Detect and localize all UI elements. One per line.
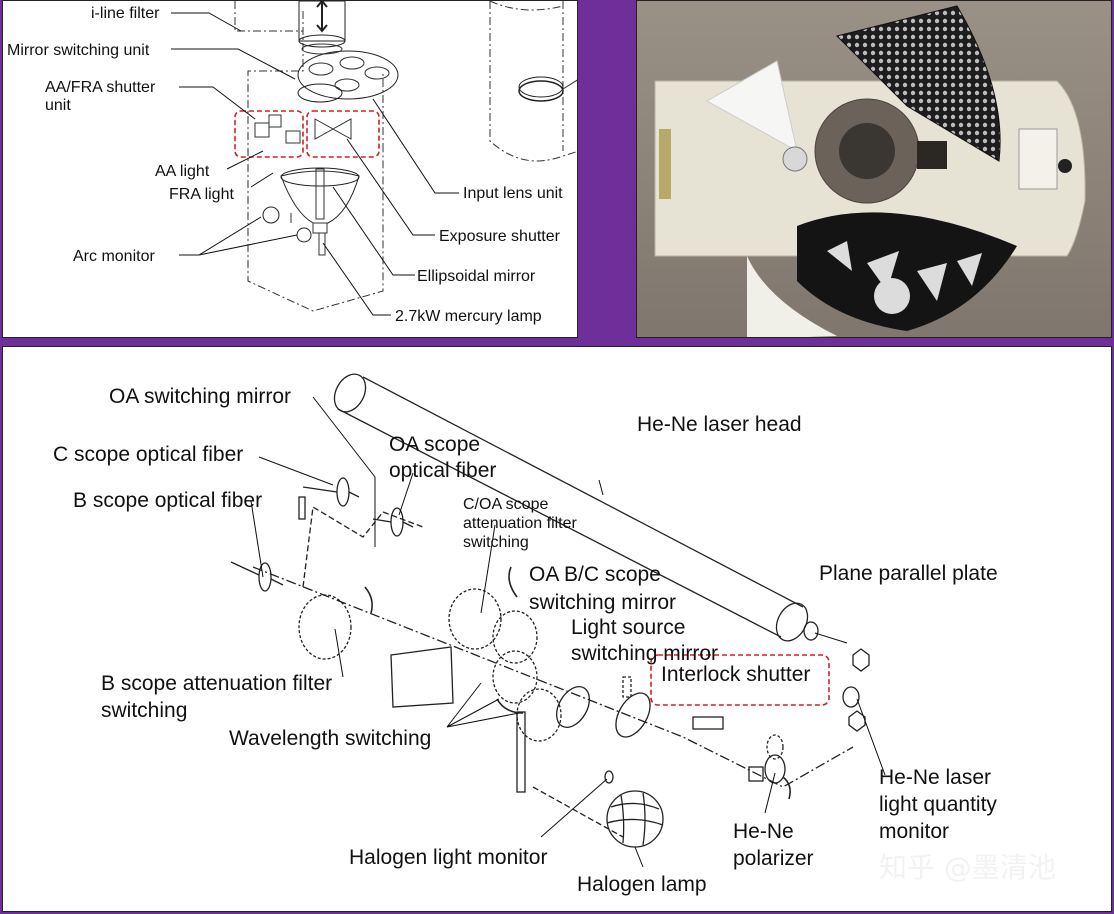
label-ellipsoidal-mirror: Ellipsoidal mirror: [417, 268, 536, 285]
label-fra-light: FRA light: [169, 186, 234, 203]
shutter-assembly-photo: [636, 0, 1112, 338]
label-he-ne-monitor-2: light quantity: [879, 793, 997, 816]
label-he-ne-monitor-1: He-Ne laser: [879, 766, 991, 789]
label-b-atten-1: B scope attenuation filter: [101, 672, 332, 695]
label-halogen-light-monitor: Halogen light monitor: [349, 846, 547, 869]
label-exposure-shutter: Exposure shutter: [439, 228, 561, 245]
alignment-optics-drawing: OA switching mirror He-Ne laser head C s…: [53, 373, 1056, 896]
label-coa-atten-1: C/OA scope: [463, 496, 548, 513]
label-i-line-filter: i-line filter: [91, 5, 160, 22]
label-b-atten-2: switching: [101, 699, 187, 722]
label-aa-fra-shutter-1: AA/FRA shutter: [45, 79, 156, 96]
label-aa-light: AA light: [155, 163, 210, 180]
label-input-lens-unit: Input lens unit: [463, 185, 563, 202]
label-oa-scope-fiber-2: optical fiber: [389, 459, 496, 482]
watermark: 知乎 @墨清池: [879, 851, 1056, 884]
label-wavelength-switching: Wavelength switching: [229, 727, 431, 750]
label-he-ne-polarizer-1: He-Ne: [733, 820, 794, 843]
label-light-source-mirror-2: switching mirror: [571, 642, 718, 665]
label-halogen-lamp: Halogen lamp: [577, 873, 707, 896]
shutter-photo-drawing: [637, 1, 1111, 337]
label-light-source-mirror-1: Light source: [571, 616, 685, 639]
alignment-optics-diagram: OA switching mirror He-Ne laser head C s…: [2, 346, 1112, 912]
label-arc-monitor: Arc monitor: [73, 248, 155, 265]
illumination-unit-drawing: i-line filter Mirror switching unit AA/F…: [7, 1, 577, 325]
label-aa-fra-shutter-2: unit: [45, 97, 71, 114]
label-b-scope-fiber: B scope optical fiber: [73, 489, 262, 512]
label-coa-atten-3: switching: [463, 534, 529, 551]
label-oa-bc-mirror-2: switching mirror: [529, 591, 676, 614]
label-oa-switching-mirror: OA switching mirror: [109, 385, 291, 408]
label-mirror-switching-unit: Mirror switching unit: [7, 42, 150, 59]
label-interlock-shutter: Interlock shutter: [661, 663, 810, 686]
label-he-ne-monitor-3: monitor: [879, 820, 949, 843]
label-mercury-lamp: 2.7kW mercury lamp: [395, 308, 542, 325]
label-oa-bc-mirror-1: OA B/C scope: [529, 563, 661, 586]
label-he-ne-laser-head: He-Ne laser head: [637, 413, 802, 436]
label-oa-scope-fiber-1: OA scope: [389, 433, 480, 456]
label-c-scope-fiber: C scope optical fiber: [53, 443, 243, 466]
label-plane-parallel-plate: Plane parallel plate: [819, 562, 998, 585]
label-he-ne-polarizer-2: polarizer: [733, 847, 814, 870]
illumination-unit-diagram: i-line filter Mirror switching unit AA/F…: [2, 0, 578, 338]
label-coa-atten-2: attenuation filter: [463, 515, 578, 532]
